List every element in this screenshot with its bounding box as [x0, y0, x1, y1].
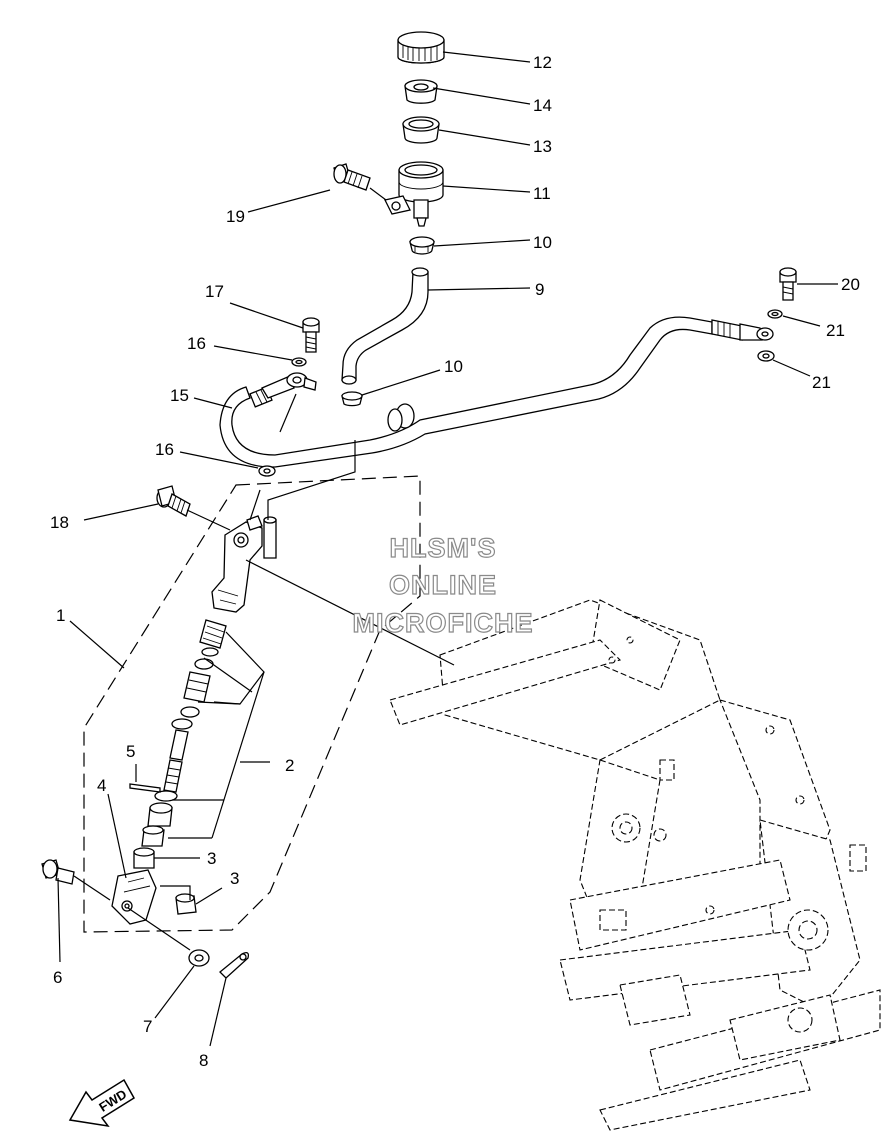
callout-16-lower: 16	[155, 440, 174, 459]
callout-10-upper: 10	[533, 233, 552, 252]
callout-3-upper: 3	[207, 849, 216, 868]
master-cylinder-kit	[141, 619, 227, 847]
hose-clip-upper	[409, 236, 435, 255]
callout-14: 14	[533, 96, 552, 115]
callout-11: 11	[533, 184, 551, 203]
clevis-4	[111, 869, 157, 925]
motorcycle-frame	[389, 599, 881, 1131]
hose-clip-lower	[341, 391, 363, 407]
callout-8: 8	[199, 1051, 208, 1070]
union-bolt-front	[302, 317, 320, 353]
assembly-boundary	[83, 475, 421, 933]
nut-3b	[175, 893, 197, 915]
callout-15: 15	[170, 386, 189, 405]
callout-9: 9	[535, 280, 544, 299]
callout-labels: 12 14 13 11 19 10 9 20 21 21 17 16 10 15…	[50, 53, 860, 1070]
callout-5: 5	[126, 742, 135, 761]
fwd-arrow-icon: FWD	[68, 1078, 136, 1128]
watermark-line-3: MICROFICHE	[353, 608, 534, 638]
callout-4: 4	[97, 776, 106, 795]
callout-19: 19	[226, 207, 245, 226]
washer-16a	[291, 357, 307, 367]
callout-13: 13	[533, 137, 552, 156]
brake-hose	[219, 316, 774, 468]
callout-1: 1	[56, 606, 65, 625]
callout-12: 12	[533, 53, 552, 72]
washer-21b	[757, 350, 775, 362]
mounting-bolt-18	[156, 485, 191, 517]
callout-7: 7	[143, 1017, 152, 1036]
master-cylinder-body	[211, 515, 277, 613]
reservoir-cap	[397, 31, 445, 64]
callout-21-lower: 21	[812, 373, 831, 392]
callout-21-upper: 21	[826, 321, 845, 340]
callout-17: 17	[205, 282, 224, 301]
callout-20: 20	[841, 275, 860, 294]
washer-16b	[258, 465, 276, 477]
watermark-line-2: ONLINE	[389, 570, 497, 600]
callout-16-upper: 16	[187, 334, 206, 353]
reservoir-bolt	[333, 163, 371, 191]
diaphragm	[402, 116, 440, 144]
callout-6: 6	[53, 968, 62, 987]
reservoir-hose	[341, 267, 429, 385]
pin-5	[129, 783, 161, 793]
washer-21a	[767, 309, 783, 319]
cotter-pin-8	[219, 952, 250, 979]
callout-10-lower: 10	[444, 357, 463, 376]
leader-lines	[57, 51, 838, 1047]
washer-7	[188, 949, 210, 967]
callout-18: 18	[50, 513, 69, 532]
diaphragm-holder	[404, 79, 438, 104]
callout-3-lower: 3	[230, 869, 239, 888]
pin-bolt-6	[41, 859, 75, 885]
nut-3a	[133, 847, 155, 869]
union-bolt-rear	[779, 267, 797, 301]
watermark: HLSM'S ONLINE MICROFICHE	[352, 532, 534, 638]
reservoir-tank	[384, 161, 444, 227]
callout-2: 2	[285, 756, 294, 775]
watermark-line-1: HLSM'S	[390, 533, 497, 563]
